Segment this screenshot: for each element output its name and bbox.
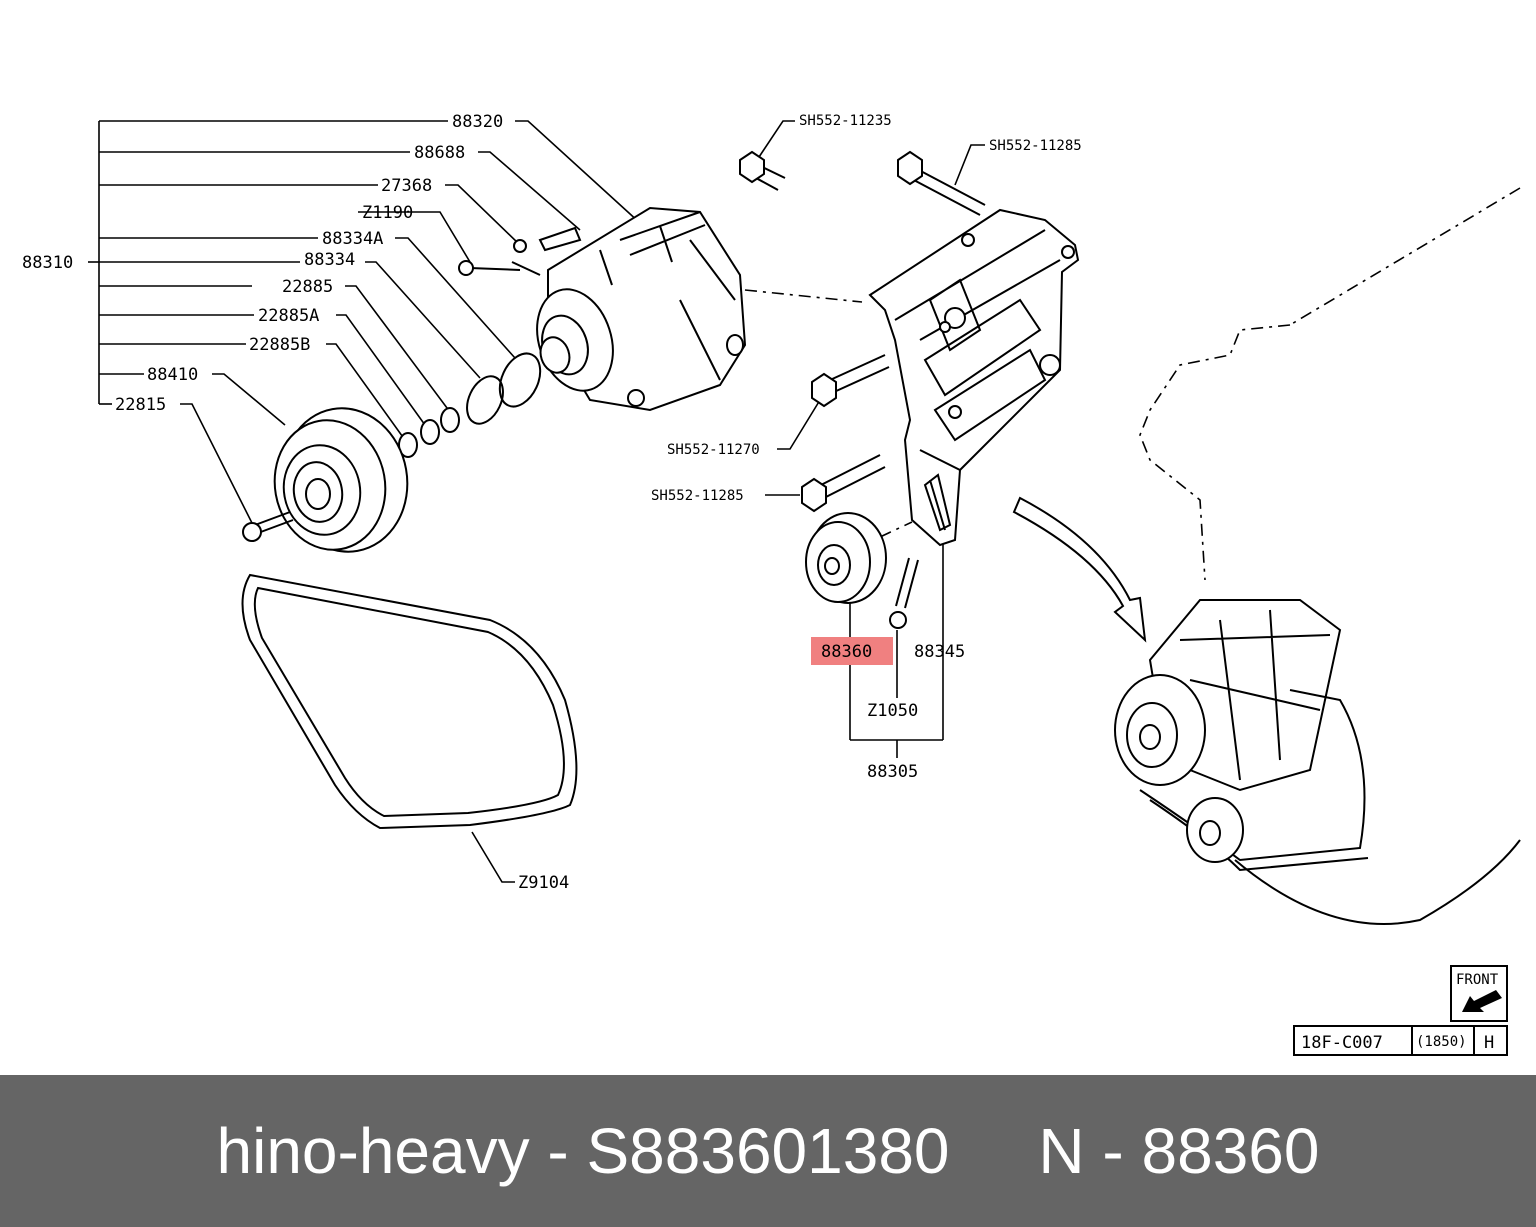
idler-link-line xyxy=(879,521,913,538)
label-88334a[interactable]: 88334A xyxy=(322,229,383,249)
label-z9104[interactable]: Z9104 xyxy=(518,873,569,893)
mounting-bracket xyxy=(868,208,1080,547)
label-88320[interactable]: 88320 xyxy=(452,112,503,132)
label-sh552-11270[interactable]: SH552-11270 xyxy=(667,442,760,458)
bolt-22815 xyxy=(242,511,294,542)
info-code: 18F-C007 xyxy=(1301,1033,1383,1053)
label-22885a[interactable]: 22885A xyxy=(258,306,319,326)
label-sh552-11285-bottom[interactable]: SH552-11285 xyxy=(651,488,744,504)
part-labels: 88320 88688 27368 Z1190 88334A 88310 883… xyxy=(22,112,1082,893)
leader-lines xyxy=(180,120,985,883)
label-88310[interactable]: 88310 xyxy=(22,253,73,273)
pulley-88410 xyxy=(273,407,409,553)
label-88345[interactable]: 88345 xyxy=(914,642,965,662)
label-88688[interactable]: 88688 xyxy=(414,143,465,163)
label-27368[interactable]: 27368 xyxy=(381,176,432,196)
front-box: FRONT xyxy=(1450,965,1508,1022)
bolt-sh552-11270 xyxy=(811,354,890,408)
info-letter: H xyxy=(1484,1033,1494,1053)
mount-link-line xyxy=(744,289,863,303)
front-arrow-icon xyxy=(1462,990,1502,1012)
footer-bar: hino-heavy - S883601380 N - 88360 xyxy=(0,1075,1536,1227)
idler-pulley-88360 xyxy=(805,512,887,604)
belt-z9104 xyxy=(241,573,578,830)
label-88305[interactable]: 88305 xyxy=(867,762,918,782)
label-sh552-11235[interactable]: SH552-11235 xyxy=(799,113,892,129)
bolt-sh552-11235 xyxy=(739,150,786,191)
bolt-sh552-11285-top xyxy=(897,150,986,216)
info-box: 18F-C007 (1850) H xyxy=(1293,1025,1508,1056)
label-22885b[interactable]: 22885B xyxy=(249,335,310,355)
label-88334[interactable]: 88334 xyxy=(304,250,355,270)
parts-diagram: 88320 88688 27368 Z1190 88334A 88310 883… xyxy=(22,112,1521,1056)
bolt-z1050 xyxy=(889,557,919,629)
front-label: FRONT xyxy=(1456,972,1499,988)
label-z1190[interactable]: Z1190 xyxy=(362,203,413,223)
label-22815[interactable]: 22815 xyxy=(115,395,166,415)
installed-assembly xyxy=(1114,599,1369,872)
direction-arrow xyxy=(1012,496,1147,643)
footer-caption: hino-heavy - S883601380 N - 88360 xyxy=(216,1115,1320,1187)
bolt-sh552-11285-bottom xyxy=(801,454,886,513)
compressor-88320 xyxy=(536,206,747,412)
bracket-88310 xyxy=(88,120,448,405)
label-sh552-11285-top[interactable]: SH552-11285 xyxy=(989,138,1082,154)
info-number: (1850) xyxy=(1416,1034,1467,1050)
label-22885[interactable]: 22885 xyxy=(282,277,333,297)
highlight-88360 xyxy=(811,637,893,665)
engine-outline xyxy=(1139,187,1521,925)
label-z1050[interactable]: Z1050 xyxy=(867,701,918,721)
valve-bolts xyxy=(458,226,582,276)
label-88360[interactable]: 88360 xyxy=(821,642,872,662)
snap-rings xyxy=(398,352,542,458)
label-88410[interactable]: 88410 xyxy=(147,365,198,385)
